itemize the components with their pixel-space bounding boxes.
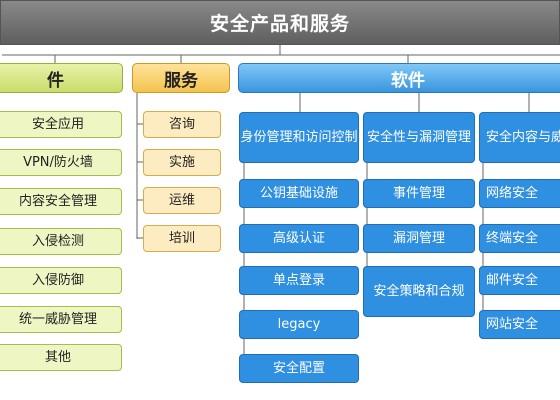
software-col3-item: 安全内容与威胁管理	[479, 112, 560, 163]
software-col3-item: 网站安全	[479, 310, 560, 339]
service-item: 咨询	[143, 111, 221, 138]
service-item: 实施	[143, 149, 221, 176]
software-col1-item: 安全配置	[239, 354, 359, 383]
software-col1-item: legacy	[239, 310, 359, 339]
category-hardware-header: 件	[0, 63, 123, 93]
software-col3-item: 邮件安全	[479, 266, 560, 295]
software-col1-item: 单点登录	[239, 266, 359, 295]
software-col2-item: 安全性与漏洞管理	[363, 112, 475, 163]
software-col3-item: 网络安全	[479, 179, 560, 208]
category-services-header: 服务	[132, 63, 230, 93]
hardware-item: 内容安全管理	[0, 188, 122, 215]
software-col1-item: 公钥基础设施	[239, 179, 359, 208]
service-item: 培训	[143, 225, 221, 252]
hardware-item: 入侵检测	[0, 228, 122, 255]
software-col2-item: 漏洞管理	[363, 224, 475, 253]
category-software-header: 软件	[238, 63, 560, 93]
hardware-item: 安全应用	[0, 111, 122, 138]
software-col2-item: 事件管理	[363, 179, 475, 208]
software-col3-item: 终端安全	[479, 224, 560, 253]
hardware-item: 其他	[0, 344, 122, 371]
root-title: 安全产品和服务	[209, 13, 350, 35]
software-col2-item: 安全策略和合规	[363, 266, 475, 317]
service-item: 运维	[143, 187, 221, 214]
software-col1-item: 高级认证	[239, 224, 359, 253]
hardware-item: 统一威胁管理	[0, 306, 122, 333]
hardware-item: 入侵防御	[0, 267, 122, 294]
software-col1-item: 身份管理和访问控制	[239, 112, 359, 163]
root-node: 安全产品和服务	[0, 0, 560, 45]
hardware-item: VPN/防火墙	[0, 149, 122, 176]
